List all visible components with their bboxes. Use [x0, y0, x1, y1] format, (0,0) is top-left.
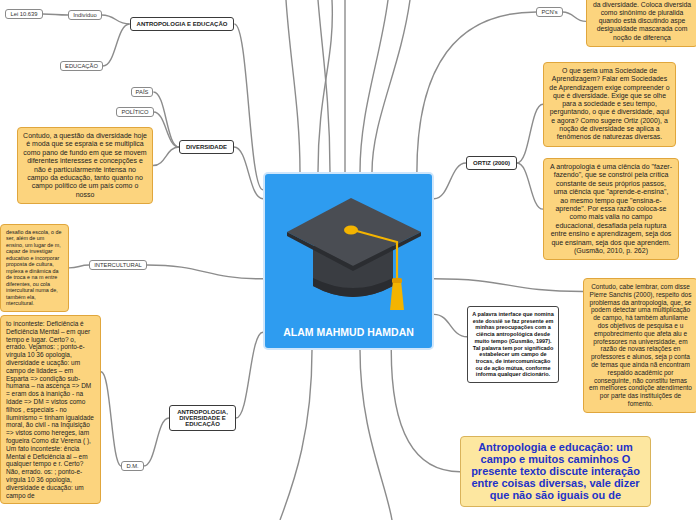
branch-line [318, 0, 332, 172]
node-text: O que seria uma Sociedade de Aprendizage… [549, 67, 670, 142]
node-text: Antropologia e educação: um campo e muit… [469, 442, 642, 501]
branch-box: DIVERSIDADE [179, 140, 234, 154]
graduation-cap-illustration [265, 174, 434, 350]
center-topic: ALAM MAHMUD HAMDAN [263, 172, 434, 350]
connector [234, 147, 263, 199]
branch-line [360, 350, 392, 520]
connector [434, 279, 583, 292]
node-text: Contudo, a questão da diversidade hoje é… [23, 132, 147, 199]
leaf-label: PAÍS [131, 87, 154, 97]
node-text: desafio da escola, o de ser, além de um … [6, 229, 63, 307]
connector [434, 314, 467, 336]
leaf-label: INTERCULTURAL [89, 260, 147, 270]
connector [153, 147, 179, 166]
node-text: Indivíduo [73, 12, 97, 18]
connector [563, 12, 586, 21]
connector [69, 265, 89, 268]
node-text: ANTROPOLOGIA, DIVERSIDADE E EDUCAÇÃO [176, 409, 229, 427]
branch-box: ORTIZ (2000) [466, 156, 517, 170]
node-text: Contudo, cabe lembrar, com disse Pierre … [589, 283, 692, 408]
connector [101, 372, 121, 466]
node-text: Lei 10.639 [10, 11, 37, 17]
node-text: A palavra interface que nomina este doss… [472, 311, 554, 378]
connector [154, 112, 179, 147]
note-box: A antropologia é uma ciência do "fazer-f… [543, 158, 679, 260]
branch-line [286, 0, 300, 172]
connector [147, 265, 263, 279]
note-box: O que seria uma Sociedade de Aprendizage… [543, 62, 676, 147]
connector [234, 24, 263, 190]
leaf-label: Lei 10.639 [5, 9, 42, 19]
node-text: A antropologia é uma ciência do "fazer-f… [549, 163, 673, 255]
branch-line [318, 0, 330, 172]
note-box: desafio da escola, o de ser, além de um … [0, 224, 69, 312]
connector [43, 14, 69, 15]
connector [434, 163, 466, 199]
branch-box: ANTROPOLOGIA E EDUCAÇÃO [130, 17, 235, 31]
node-text: POLÍTICO [121, 109, 148, 115]
connector [517, 163, 543, 209]
branch-box: ANTROPOLOGIA, DIVERSIDADE E EDUCAÇÃO [169, 405, 236, 431]
node-text: DIVERSIDADE [186, 144, 227, 150]
connector [153, 92, 179, 147]
node-text: PAÍS [136, 89, 149, 95]
branch-line [372, 0, 410, 172]
connector [236, 332, 263, 418]
leaf-label: EDUCAÇÃO [60, 61, 103, 71]
connector [103, 24, 130, 66]
connector [391, 350, 460, 472]
leaf-label: D.M. [121, 461, 143, 471]
leaf-label: PCN's [536, 7, 562, 17]
quote-box: A palavra interface que nomina este doss… [467, 306, 559, 383]
connector [102, 15, 130, 24]
note-box: to inconteste: Deficiência é Deficiência… [0, 315, 101, 504]
node-text: INTERCULTURAL [94, 262, 142, 268]
node-text: to inconteste: Deficiência é Deficiência… [6, 320, 95, 499]
note-box: Contudo, cabe lembrar, com disse Pierre … [583, 278, 696, 413]
node-text: EDUCAÇÃO [65, 63, 98, 69]
title-note-box: Antropologia e educação: um campo e muit… [460, 436, 651, 507]
connector [517, 104, 543, 163]
node-text: PCN's [541, 9, 557, 15]
node-text: da diversidade. Coloca diversida como si… [592, 1, 692, 42]
branch-line [344, 0, 345, 172]
leaf-label: Indivíduo [68, 10, 102, 20]
connector [144, 418, 169, 466]
node-text: D.M. [126, 463, 138, 469]
node-text: ANTROPOLOGIA E EDUCAÇÃO [137, 21, 228, 27]
note-box: da diversidade. Coloca diversida como si… [586, 0, 696, 47]
note-box: Contudo, a questão da diversidade hoje é… [17, 127, 153, 204]
node-text: ORTIZ (2000) [473, 160, 510, 166]
branch-line [280, 350, 312, 520]
leaf-label: POLÍTICO [116, 107, 153, 117]
topic-title: ALAM MAHMUD HAMDAN [265, 326, 432, 338]
connector [417, 12, 536, 172]
